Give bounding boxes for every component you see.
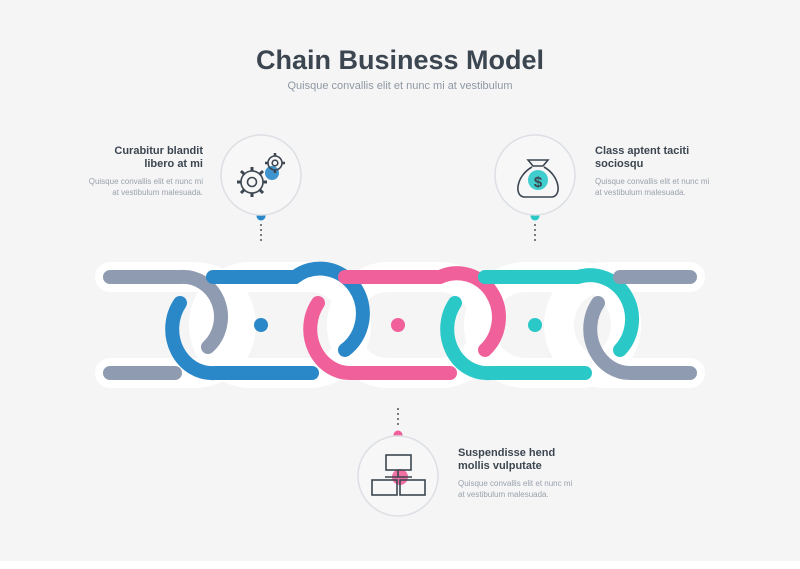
step-1-heading: Curabitur blandit libero at mi bbox=[114, 145, 203, 170]
link-dot-teal bbox=[528, 318, 542, 332]
step-2-heading: Suspendisse hend mollis vulputate bbox=[458, 447, 556, 472]
step-block-1: Curabitur blandit libero at mi Quisque c… bbox=[83, 145, 203, 198]
bottom-strip bbox=[0, 561, 800, 569]
step-3-heading: Class aptent taciti sociosqu bbox=[595, 145, 690, 170]
link-dot-pink bbox=[391, 318, 405, 332]
chain-link-teal bbox=[440, 268, 639, 381]
step-1-body: Quisque convallis elit et nunc mi at ves… bbox=[88, 177, 203, 197]
diagram-title: Chain Business Model bbox=[255, 45, 545, 75]
connector-3 bbox=[530, 211, 540, 243]
chain-link-pink bbox=[303, 266, 506, 381]
money-bag-icon: $ bbox=[517, 159, 559, 198]
connector-2 bbox=[393, 408, 403, 440]
connector-1 bbox=[256, 211, 266, 243]
chain-link-left-gray bbox=[103, 269, 228, 354]
chain-link-blue bbox=[165, 261, 370, 381]
diagram-subtitle: Quisque convallis elit et nunc mi at ves… bbox=[287, 80, 513, 92]
step-3-body: Quisque convallis elit et nunc mi at ves… bbox=[595, 177, 710, 197]
step-block-2: Suspendisse hend mollis vulputate Quisqu… bbox=[458, 447, 578, 500]
hierarchy-icon bbox=[371, 454, 426, 496]
chain-link-right-gray bbox=[583, 270, 697, 381]
step-2-body: Quisque convallis elit et nunc mi at ves… bbox=[458, 479, 573, 499]
link-dot-blue bbox=[254, 318, 268, 332]
svg-text:$: $ bbox=[534, 174, 543, 191]
step-block-3: Class aptent taciti sociosqu Quisque con… bbox=[595, 145, 715, 198]
gears-icon bbox=[237, 153, 285, 197]
